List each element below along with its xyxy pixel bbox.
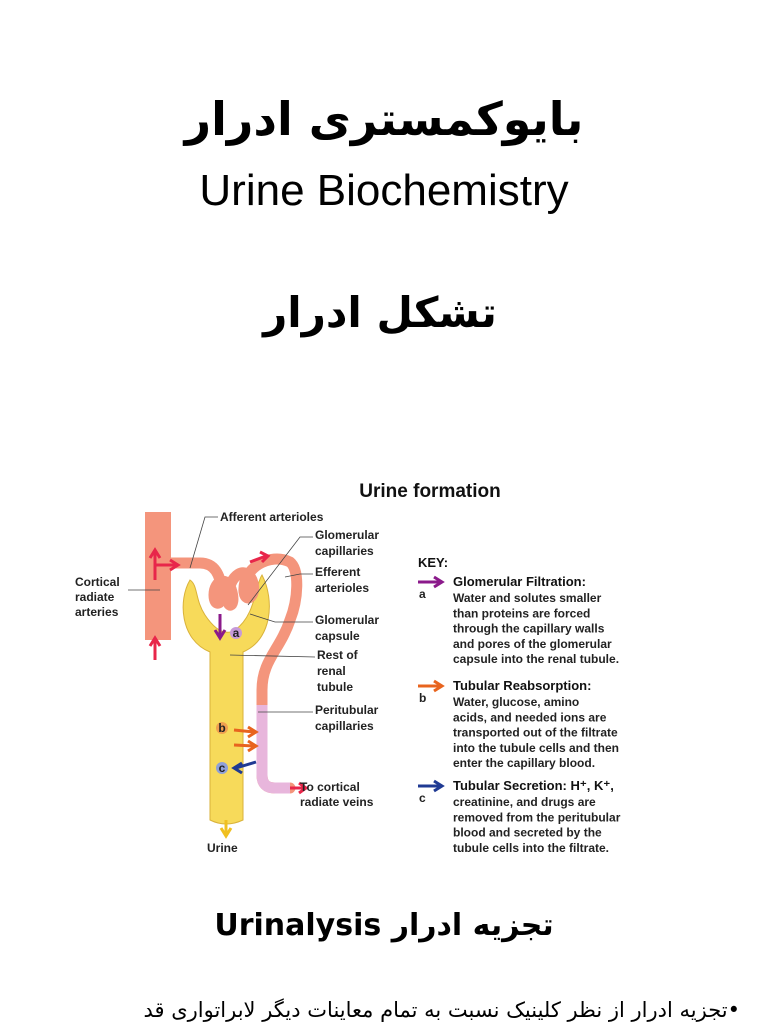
key-arrow-icon [418,575,445,589]
label-afferent-arterioles: Afferent arterioles [220,510,324,524]
urine-arrow-icon [219,820,233,839]
section-heading-urinalysis: Urinalysis تجزیه ادرار [0,908,768,943]
key-description-line: creatinine, and drugs are [453,795,596,809]
leader-lines [128,516,316,713]
section-heading-en: Urinalysis [214,908,382,943]
title-persian: بایوکمستری ادرار [184,92,584,146]
marker-b [216,722,228,734]
label-efferent-arterioles: Efferent [315,565,360,579]
label-glomerular-capsule: Glomerular [315,613,379,627]
title-english: Urine Biochemistry [199,166,569,215]
key-heading: Tubular Secretion: H⁺, K⁺, [453,778,614,793]
peritubular-capillaries [256,705,290,794]
section-heading-fa: تجزیه ادرار [391,908,554,943]
key-letter: b [419,691,426,705]
key-description-line: acids, and needed ions are [453,710,607,724]
key-description-line: Water, glucose, amino [453,695,579,709]
label-efferent-arterioles: arterioles [315,581,369,595]
label-glomerular-capillaries: Glomerular [315,528,379,542]
blood-flow-arrow-icon [249,550,271,564]
secretion-arrow-icon [231,760,257,775]
key-letter: a [419,587,426,601]
key-heading: Glomerular Filtration: [453,574,586,589]
blood-flow-arrow-icon [148,635,162,660]
key-description-line: tubule cells into the filtrate. [453,841,609,855]
blood-flow-arrow-icon [148,547,181,580]
key-heading: Tubular Reabsorption: [453,678,591,693]
label-peritubular-capillaries: Peritubular [315,703,379,717]
key-description-line: than proteins are forced [453,606,590,620]
label-glomerular-capillaries: capillaries [315,544,374,558]
marker-a-label: a [233,626,240,640]
label-cortical-arteries: Cortical [75,575,120,589]
key-description-line: through the capillary walls [453,622,605,636]
marker-b-label: b [218,721,225,735]
key-arrow-icon [418,779,445,793]
key-letter: c [419,791,426,805]
key-description-line: removed from the peritubular [453,810,621,824]
diagram-title: Urine formation [359,481,500,502]
marker-c-label: c [219,761,226,775]
marker-c [216,762,228,774]
key-arrow-icon [418,679,445,693]
key-description-line: and pores of the glomerular [453,637,612,651]
label-glomerular-capsule: capsule [315,629,360,643]
key-title: KEY: [418,555,448,570]
marker-a [230,627,242,639]
key-description-line: transported out of the filtrate [453,726,618,740]
reabsorption-arrow-icon [233,725,259,753]
cortical-artery [145,512,171,640]
key-legend: a Glomerular Filtration: Water and solutes… [418,574,621,855]
key-description-line: blood and secreted by the [453,826,602,840]
subtitle-urine-formation: تشکل ادرار [263,288,497,337]
label-cortical-arteries: arteries [75,605,119,619]
label-rest-of-tubule: renal [317,664,346,678]
filtration-arrow-icon [213,614,227,641]
key-description-line: capsule into the renal tubule. [453,652,619,666]
key-description-line: Water and solutes smaller [453,591,602,605]
label-rest-of-tubule: Rest of [317,648,359,662]
label-cortical-veins: radiate veins [300,795,374,809]
label-cortical-veins: To cortical [300,780,360,794]
label-cortical-arteries: radiate [75,590,115,604]
bullet-text: •تجزیه ادرار از نظر کلینیک نسبت به تمام … [143,998,740,1022]
key-description-line: enter the capillary blood. [453,756,595,770]
key-description-line: into the tubule cells and then [453,741,619,755]
label-peritubular-capillaries: capillaries [315,719,374,733]
label-rest-of-tubule: tubule [317,680,353,694]
label-urine: Urine [207,841,238,855]
glomerular-capsule-tubule [182,574,270,825]
vein-flow-arrow-icon [290,781,309,795]
